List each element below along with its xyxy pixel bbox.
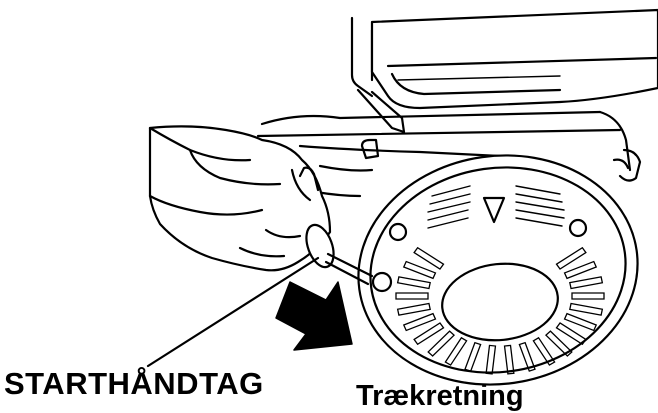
start-handle-label: STARTHÅNDTAG	[4, 366, 264, 402]
hand	[150, 126, 330, 270]
pull-direction-label: Trækretning	[356, 380, 524, 413]
fuel-tank	[352, 10, 658, 108]
pull-direction-arrow	[276, 282, 352, 350]
recoil-starter-housing	[343, 138, 652, 403]
